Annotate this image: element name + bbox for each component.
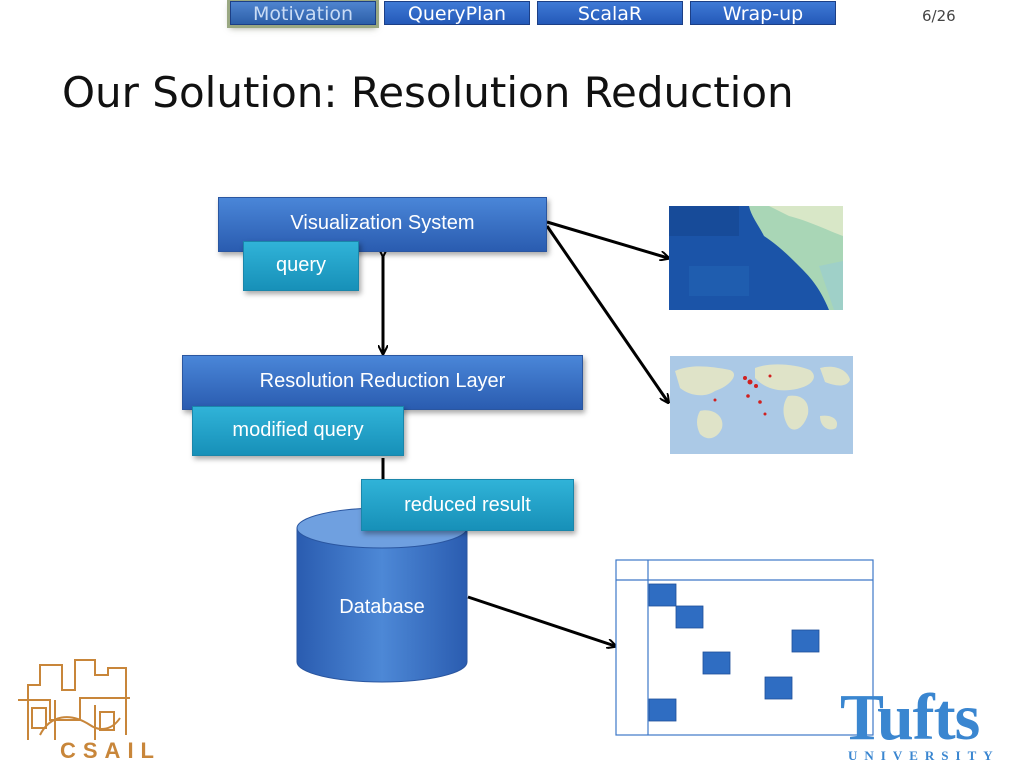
world-map-graphic	[670, 356, 853, 454]
tab-wrap-up[interactable]: Wrap-up	[690, 1, 836, 25]
grid-cell	[764, 676, 793, 700]
modified-query-box: modified query	[192, 406, 404, 456]
arrow-to-grid-chart	[467, 595, 615, 646]
modified-query-label: modified query	[232, 419, 364, 441]
grid-cell	[648, 583, 677, 607]
grid-cell	[648, 698, 677, 722]
reduced-result-box: reduced result	[361, 479, 574, 531]
grid-cell	[675, 605, 704, 629]
tufts-wordmark: Tufts	[840, 681, 980, 754]
grid-cell	[791, 629, 820, 653]
reduced-result-label: reduced result	[404, 494, 531, 516]
page-number: 6/26	[922, 7, 956, 25]
arrow-to-world-map	[545, 225, 668, 402]
ocean-map-graphic	[669, 206, 843, 310]
query-label: query	[275, 254, 327, 276]
database-label: Database	[339, 596, 425, 618]
world-map-image	[670, 356, 853, 454]
arrow-to-ocean-map	[546, 220, 668, 258]
resolution-reduction-layer-label: Resolution Reduction Layer	[259, 370, 506, 392]
csail-logo-text: CSAIL	[60, 738, 161, 763]
tab-motivation[interactable]: Motivation	[230, 1, 376, 25]
query-box: query	[243, 241, 359, 291]
tab-scalar[interactable]: ScalaR	[537, 1, 683, 25]
visualization-system-label: Visualization System	[290, 212, 475, 234]
tab-queryplan[interactable]: QueryPlan	[384, 1, 530, 25]
tufts-university-text: UNIVERSITY	[848, 748, 1000, 763]
grid-cell	[702, 651, 731, 675]
ocean-heatmap-image	[669, 206, 843, 310]
slide-title: Our Solution: Resolution Reduction	[62, 68, 794, 117]
